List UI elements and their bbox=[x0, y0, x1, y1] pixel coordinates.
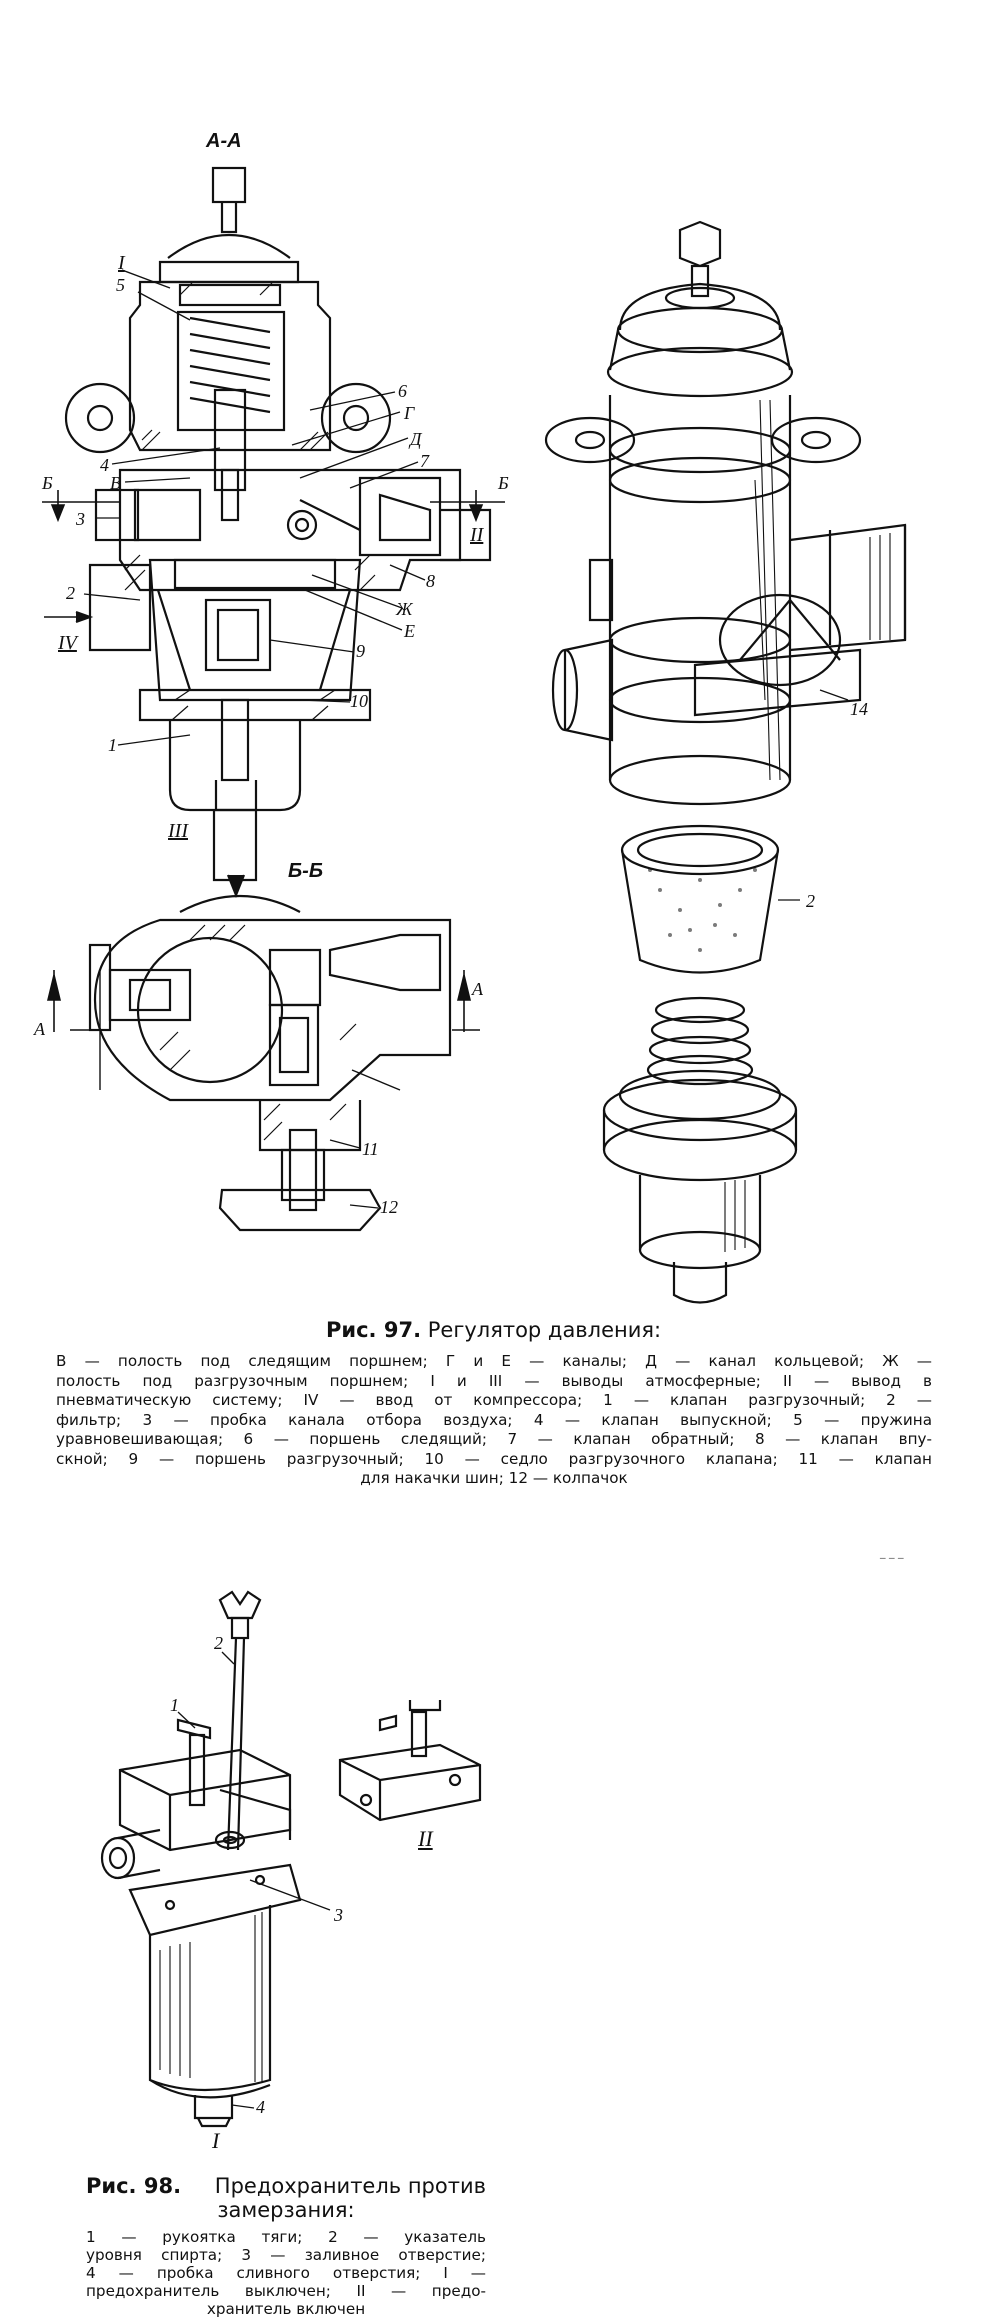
callout-roman-iii: III bbox=[168, 820, 188, 842]
callout-4: 4 bbox=[100, 455, 109, 475]
callout-a-right: А bbox=[472, 979, 483, 999]
page-number-mark: _ _ _ bbox=[880, 1546, 904, 1559]
fig98-callout-3: 3 bbox=[334, 1905, 343, 1925]
callout-d: Д bbox=[410, 429, 422, 449]
callout-1: 1 bbox=[108, 735, 117, 755]
fig98-callout-1: 1 bbox=[170, 1695, 179, 1715]
fig97-legend-line: полость под разгрузочным поршнем; I и II… bbox=[56, 1371, 932, 1390]
callout-5: 5 bbox=[116, 275, 125, 295]
fig98-legend-line: предохранитель выключен; II — предо- bbox=[86, 2282, 486, 2300]
callout-v: В bbox=[110, 473, 121, 493]
fig98-legend-line: уровня спирта; 3 — заливное отверстие; bbox=[86, 2246, 486, 2264]
fig97-title: Рис. 97. Регулятор давления: bbox=[326, 1318, 661, 1342]
fig98-legend-line: 4 — пробка сливного отверстия; I — bbox=[86, 2264, 486, 2282]
callout-11: 11 bbox=[362, 1139, 379, 1159]
fig98-title: Рис. 98. Предохранитель против замерзани… bbox=[86, 2174, 486, 2222]
fig98-title-line1: Предохранитель против bbox=[214, 2174, 486, 2198]
fig97-legend-line: фильтр; 3 — пробка канала отбора воздуха… bbox=[56, 1410, 932, 1429]
callout-6: 6 bbox=[398, 381, 407, 401]
callout-roman-i: I bbox=[118, 252, 125, 274]
fig97-legend-line: скной; 9 — поршень разгрузочный; 10 — се… bbox=[56, 1449, 932, 1468]
callout-10: 10 bbox=[350, 691, 368, 711]
fig98-legend: 1 — рукоятка тяги; 2 — указатель уровня … bbox=[86, 2228, 486, 2318]
fig97-title-prefix: Рис. 97. bbox=[326, 1318, 422, 1342]
fig98-title-prefix: Рис. 98. bbox=[86, 2174, 182, 2198]
fig98-callout-2: 2 bbox=[214, 1633, 223, 1653]
callout-roman-ii: II bbox=[470, 524, 484, 546]
section-label-aa: А-А bbox=[206, 130, 242, 152]
fig97-legend-line: В — полость под следящим поршнем; Г и Е … bbox=[56, 1352, 932, 1370]
fig97-legend-line: для накачки шин; 12 — колпачок bbox=[360, 1469, 628, 1487]
callout-roman-iv: IV bbox=[58, 632, 77, 654]
callout-zh: Ж bbox=[396, 599, 413, 619]
callout-8: 8 bbox=[426, 571, 435, 591]
fig98-callout-roman-ii: II bbox=[418, 1826, 433, 1851]
callout-7: 7 bbox=[420, 451, 429, 471]
fig98-callout-4: 4 bbox=[256, 2097, 265, 2117]
fig97-legend-line: уравновешивающая; 6 — поршень следящий; … bbox=[56, 1430, 932, 1448]
fig98-legend-line: хранитель включен bbox=[206, 2300, 366, 2318]
callout-g: Г bbox=[404, 403, 415, 423]
fig98-legend-line: 1 — рукоятка тяги; 2 — указатель bbox=[86, 2228, 486, 2246]
callout-3: 3 bbox=[76, 509, 85, 529]
fig98-callout-roman-i: I bbox=[212, 2128, 220, 2153]
callout-2-filter: 2 bbox=[806, 891, 815, 911]
callout-a-left: А bbox=[34, 1019, 45, 1039]
fig97-title-text: Регулятор давления: bbox=[427, 1318, 662, 1342]
section-label-bb: Б-Б bbox=[288, 860, 323, 882]
callout-9: 9 bbox=[356, 641, 365, 661]
callout-b-left: Б bbox=[42, 473, 53, 493]
callout-b-right: Б bbox=[498, 473, 509, 493]
callout-12: 12 bbox=[380, 1197, 398, 1217]
fig98-title-line2: замерзания: bbox=[217, 2198, 355, 2222]
callout-e: Е bbox=[404, 621, 415, 641]
callout-2: 2 bbox=[66, 583, 75, 603]
fig97-legend-line: пневматическую систему; IV — ввод от ком… bbox=[56, 1391, 932, 1409]
callout-14: 14 bbox=[850, 699, 868, 719]
fig97-legend: В — полость под следящим поршнем; Г и Е … bbox=[56, 1352, 932, 1489]
